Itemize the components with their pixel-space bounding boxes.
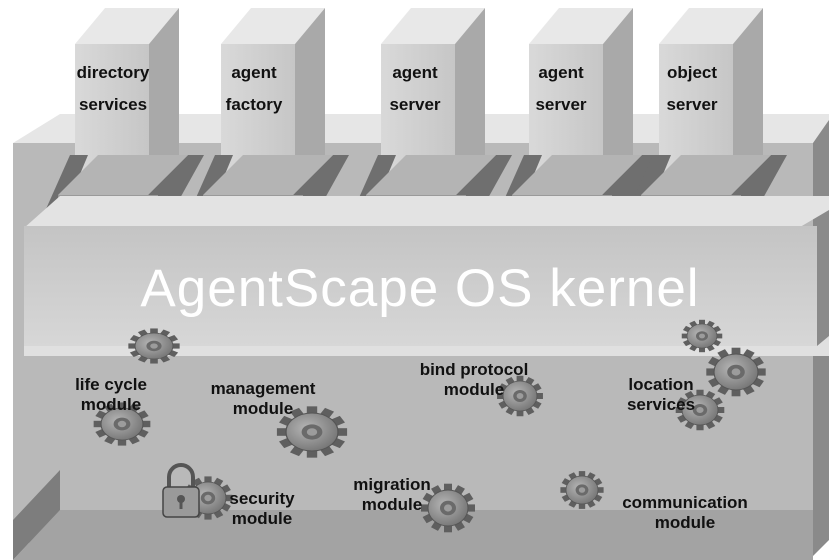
server-side — [295, 8, 325, 200]
interface-top — [512, 155, 642, 195]
interface-top — [641, 155, 771, 195]
module-label: module — [655, 513, 715, 532]
kernel-band-top — [24, 196, 829, 230]
module-label: module — [232, 509, 292, 528]
box-floor-edge — [13, 470, 60, 560]
server-label: server — [389, 95, 440, 114]
kernel-band-face — [24, 226, 817, 346]
server-label: object — [667, 63, 717, 82]
module-label: module — [444, 380, 504, 399]
server-top — [221, 8, 325, 44]
server-label: factory — [226, 95, 283, 114]
module-label: security — [229, 489, 295, 508]
server-label: agent — [231, 63, 277, 82]
server-top — [381, 8, 485, 44]
server-top — [75, 8, 179, 44]
server-top — [529, 8, 633, 44]
interface-top — [58, 155, 188, 195]
module-label: communication — [622, 493, 748, 512]
server-top — [659, 8, 763, 44]
server-label: server — [666, 95, 717, 114]
module-label: services — [627, 395, 695, 414]
kernel-title: AgentScape OS kernel — [140, 259, 699, 318]
interface-top — [366, 155, 496, 195]
server-side — [455, 8, 485, 200]
server-label: services — [79, 95, 147, 114]
padlock-icon — [162, 463, 200, 518]
interface-top — [203, 155, 333, 195]
server-side — [149, 8, 179, 200]
module-label: location — [628, 375, 693, 394]
module-label: module — [81, 395, 141, 414]
module-label: migration — [353, 475, 430, 494]
kernel-band: AgentScape OS kernel — [24, 196, 829, 356]
server-side — [733, 8, 763, 200]
module-label: management — [211, 379, 316, 398]
box-floor — [13, 510, 813, 560]
module-label: life cycle — [75, 375, 147, 394]
module-label: module — [362, 495, 422, 514]
server-label: server — [535, 95, 586, 114]
server-label: agent — [538, 63, 584, 82]
kernel-band-bottom — [24, 336, 829, 356]
module-label: bind protocol — [420, 360, 529, 379]
server-side — [603, 8, 633, 200]
module-label: module — [233, 399, 293, 418]
server-label: directory — [77, 63, 150, 82]
server-label: agent — [392, 63, 438, 82]
